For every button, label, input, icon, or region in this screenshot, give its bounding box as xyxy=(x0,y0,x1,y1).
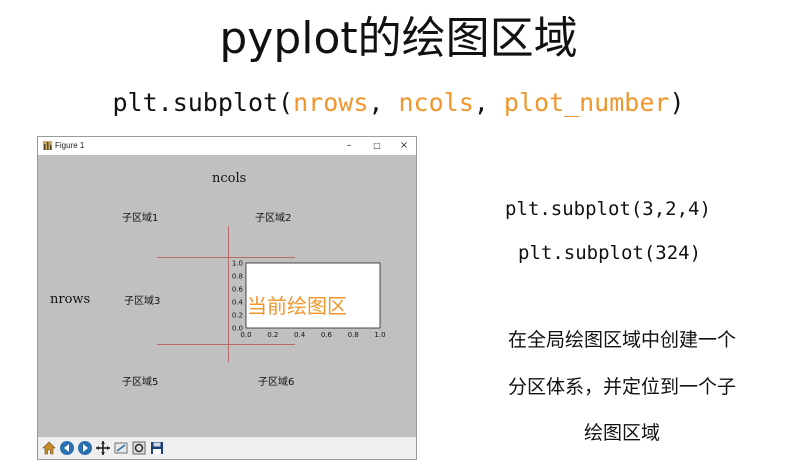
slide-title: pyplot的绘图区域 xyxy=(219,13,578,64)
subplot-label-5: 子区域5 xyxy=(122,377,159,388)
signature-sep: , xyxy=(368,88,399,117)
y-tick-label: 0.6 xyxy=(232,286,244,294)
current-subplot-axes: 1.0 0.8 0.6 0.4 0.2 0.0 0.0 0.2 0.4 0.6 0.8 1.0 xyxy=(232,260,386,340)
close-button[interactable]: × xyxy=(399,140,409,151)
x-tick-label: 0.2 xyxy=(267,331,278,339)
x-tick-label: 0.8 xyxy=(348,331,359,339)
grid-divider-bottom xyxy=(157,344,295,345)
nrows-label: nrows xyxy=(50,292,91,307)
forward-icon[interactable] xyxy=(77,440,93,456)
figure-app-icon xyxy=(43,141,52,150)
y-tick-label: 0.4 xyxy=(232,299,244,307)
subplot-label-6: 子区域6 xyxy=(258,377,295,388)
signature-func: plt.subplot( xyxy=(112,88,294,117)
matplotlib-window: Figure 1 – □ × ncols nrows 子区域1 子区域2 子区域… xyxy=(37,136,417,460)
grid-divider-top xyxy=(157,257,295,258)
pan-icon[interactable] xyxy=(95,440,111,456)
home-icon[interactable] xyxy=(41,440,57,456)
x-tick-label: 0.4 xyxy=(294,331,306,339)
x-tick-label: 1.0 xyxy=(374,331,385,339)
y-tick-label: 1.0 xyxy=(232,260,243,268)
back-icon[interactable] xyxy=(59,440,75,456)
subplot-signature: plt.subplot(nrows, ncols, plot_number) xyxy=(0,88,797,117)
configure-icon[interactable] xyxy=(131,440,147,456)
signature-arg-nrows: nrows xyxy=(293,88,369,117)
y-tick-label: 0.0 xyxy=(232,325,243,333)
y-tick-label: 0.8 xyxy=(232,273,243,281)
save-icon[interactable] xyxy=(149,440,165,456)
ncols-label: ncols xyxy=(212,171,247,186)
subplot-label-1: 子区域1 xyxy=(122,213,159,224)
signature-sep: , xyxy=(473,88,504,117)
signature-arg-ncols: ncols xyxy=(398,88,474,117)
subplot-label-2: 子区域2 xyxy=(255,213,292,224)
maximize-button[interactable]: □ xyxy=(373,141,381,150)
minimize-button[interactable]: – xyxy=(346,140,352,151)
zoom-icon[interactable] xyxy=(113,440,129,456)
window-titlebar[interactable]: Figure 1 – □ × xyxy=(38,137,416,155)
example-code-short: plt.subplot(324) xyxy=(518,242,702,264)
example-code-long: plt.subplot(3,2,4) xyxy=(505,198,711,220)
y-tick-label: 0.2 xyxy=(232,312,243,320)
description-line-2: 分区体系，并定位到一个子 xyxy=(507,376,736,398)
grid-divider-vertical xyxy=(228,226,229,362)
signature-close: ) xyxy=(669,88,685,117)
window-title: Figure 1 xyxy=(55,141,85,150)
current-subplot-label: 当前绘图区 xyxy=(247,294,347,318)
x-tick-label: 0.6 xyxy=(321,331,333,339)
description-line-3: 绘图区域 xyxy=(583,422,660,444)
navigation-toolbar xyxy=(38,437,416,459)
signature-arg-plot-number: plot_number xyxy=(503,88,670,117)
subplot-label-3: 子区域3 xyxy=(124,296,161,307)
description-line-1: 在全局绘图区域中创建一个 xyxy=(507,329,736,351)
x-tick-label: 0.0 xyxy=(240,331,251,339)
